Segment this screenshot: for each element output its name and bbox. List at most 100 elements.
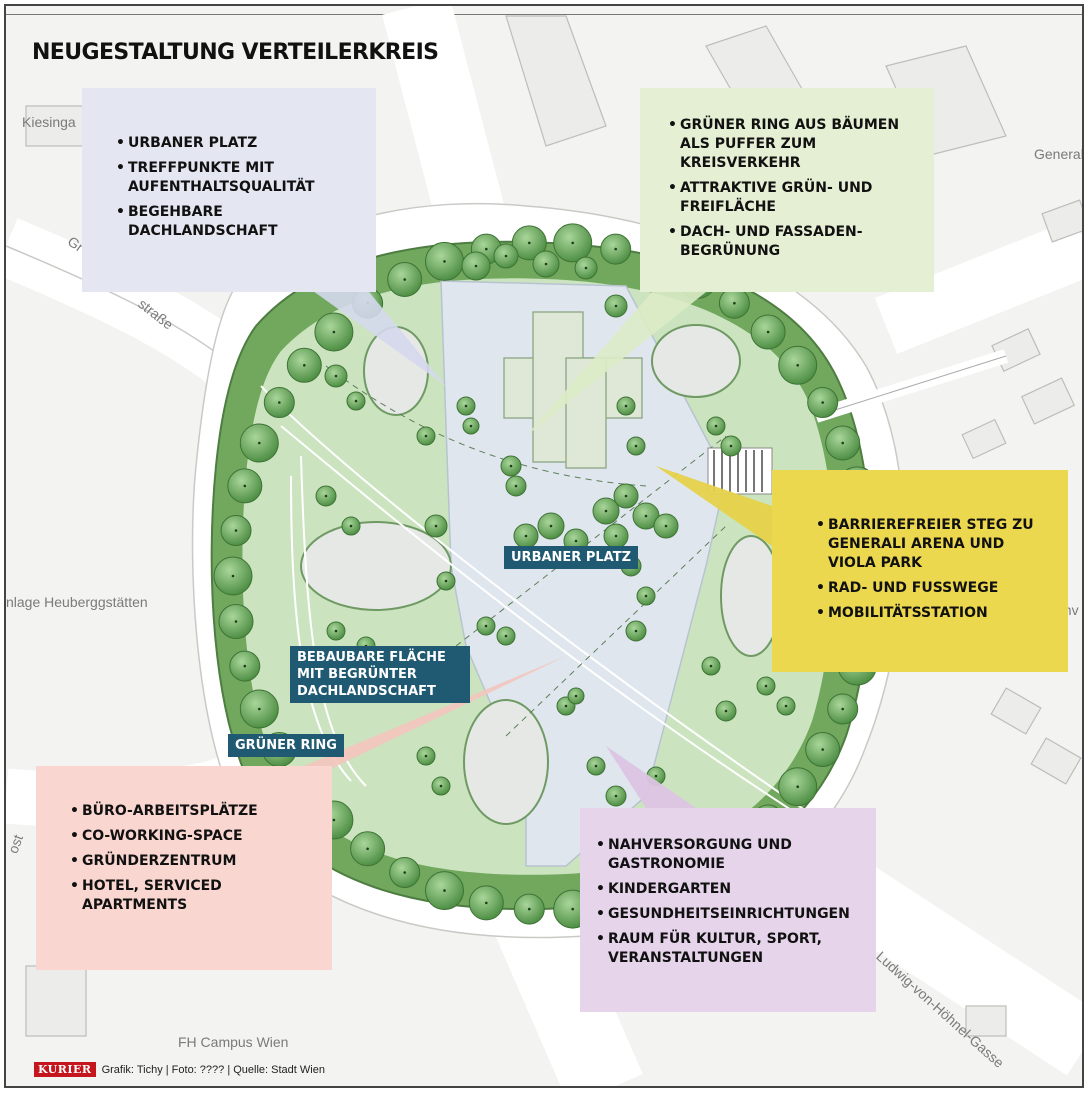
tree-trunk-dot [614, 794, 618, 798]
tree-trunk-dot [524, 534, 528, 538]
tree-trunk-dot [234, 620, 238, 623]
tree-trunk-dot [733, 301, 736, 305]
callout-item: GRÜNER RING AUS BÄUMEN ALS PUFFER ZUM KR… [668, 116, 918, 173]
tree-trunk-dot [571, 241, 574, 245]
tree-trunk-dot [796, 785, 799, 788]
tree-trunk-dot [764, 684, 768, 688]
label-urban-plaza: URBANER PLATZ [504, 546, 638, 569]
callout-item: URBANER PLATZ [116, 134, 356, 153]
credit-line: KURIER Grafik: Tichy | Foto: ???? | Quel… [34, 1062, 325, 1077]
tree-trunk-dot [614, 247, 617, 251]
street-campus: FH Campus Wien [178, 1034, 289, 1050]
tree-trunk-dot [571, 907, 574, 911]
page-title: NEUGESTALTUNG VERTEILERKREIS [32, 40, 439, 65]
callout-green-ring: GRÜNER RING AUS BÄUMEN ALS PUFFER ZUM KR… [640, 88, 934, 292]
tree-trunk-dot [243, 664, 247, 668]
tree-trunk-dot [324, 494, 328, 498]
tree-trunk-dot [403, 871, 407, 874]
tree-trunk-dot [332, 818, 336, 822]
tree-trunk-dot [509, 464, 513, 468]
tree-trunk-dot [434, 524, 438, 528]
callout-urban-plaza: URBANER PLATZ TREFFPUNKTE MIT AUFENTHALT… [82, 88, 376, 292]
tree-trunk-dot [504, 634, 508, 638]
tree-trunk-dot [258, 441, 261, 445]
credit-text: Grafik: Tichy | Foto: ???? | Quelle: Sta… [101, 1063, 325, 1076]
tree-trunk-dot [564, 704, 568, 708]
label-green-ring: GRÜNER RING [228, 734, 344, 757]
dashed-paths [325, 365, 727, 737]
tree-trunk-dot [332, 330, 336, 334]
tree-trunk-dot [709, 664, 713, 668]
surrounding-buildings [25, 15, 1082, 1037]
callout-item: BÜRO-ARBEITSPLÄTZE [70, 802, 316, 821]
callout-item: BEGEHBARE DACHLANDSCHAFT [116, 203, 356, 241]
tree-trunk-dot [644, 594, 648, 598]
tree-trunk-dot [796, 364, 799, 367]
tree-trunk-dot [424, 754, 428, 758]
tree-trunk-dot [403, 278, 407, 281]
tree-trunk-dot [821, 401, 824, 404]
callout-offices: BÜRO-ARBEITSPLÄTZE CO-WORKING-SPACE GRÜN… [36, 766, 332, 970]
callout-item: CO-WORKING-SPACE [70, 827, 316, 846]
tree-trunk-dot [624, 404, 628, 408]
callout-item: RAD- UND FUSSWEGE [816, 579, 1054, 598]
tree-trunk-dot [528, 907, 531, 911]
callout-list: BARRIEREFREIER STEG ZU GENERALI ARENA UN… [816, 516, 1054, 623]
tree-trunk-dot [514, 484, 518, 488]
tree-trunk-dot [584, 266, 588, 270]
tree-trunk-dot [443, 260, 446, 263]
street-kiesinga: Kiesinga [22, 114, 76, 130]
callout-list: BÜRO-ARBEITSPLÄTZE CO-WORKING-SPACE GRÜN… [70, 802, 316, 915]
tree-trunk-dot [549, 524, 553, 528]
tree-trunk-dot [439, 784, 443, 788]
tree-trunk-dot [604, 509, 608, 513]
street-anlage: nlage Heuberggstätten [6, 594, 148, 610]
tree-trunk-dot [349, 524, 353, 528]
callout-list: URBANER PLATZ TREFFPUNKTE MIT AUFENTHALT… [116, 134, 356, 241]
callout-item: BARRIEREFREIER STEG ZU GENERALI ARENA UN… [816, 516, 1054, 573]
tree-trunk-dot [469, 424, 473, 428]
tree-trunk-dot [729, 444, 733, 448]
tree-trunk-dot [724, 709, 728, 713]
tree-trunk-dot [624, 494, 628, 498]
callout-item: DACH- UND FASSADEN-BEGRÜNUNG [668, 223, 918, 261]
tree-trunk-dot [784, 704, 788, 708]
callout-item: RAUM FÜR KULTUR, SPORT, VERANSTALTUNGEN [596, 930, 862, 968]
callout-item: HOTEL, SERVICED APARTMENTS [70, 877, 316, 915]
tree-trunk-dot [234, 529, 238, 532]
tree-trunk-dot [354, 399, 358, 403]
tree-trunk-dot [821, 748, 824, 751]
tree-trunk-dot [841, 441, 844, 445]
tree-trunk-dot [243, 484, 247, 488]
callout-item: GESUNDHEITSEINRICHTUNGEN [596, 905, 862, 924]
tree-trunk-dot [231, 574, 235, 578]
tree-trunk-dot [766, 330, 770, 334]
tree-trunk-dot [654, 774, 658, 778]
tree-trunk-dot [614, 534, 618, 538]
tree-trunk-dot [258, 707, 261, 711]
tree-trunk-dot [644, 514, 648, 518]
label-buildable-area: BEBAUBARE FLÄCHE MIT BEGRÜNTER DACHLANDS… [290, 646, 470, 703]
kurier-logo: KURIER [34, 1062, 96, 1077]
tree-trunk-dot [485, 901, 488, 905]
callout-item: MOBILITÄTSSTATION [816, 604, 1054, 623]
tree-trunk-dot [714, 424, 718, 428]
tree-trunk-dot [278, 401, 281, 404]
tree-trunk-dot [528, 241, 531, 245]
tree-trunk-dot [614, 304, 618, 308]
tree-trunk-dot [366, 847, 369, 851]
tree-trunk-dot [841, 707, 844, 711]
callout-item: KINDERGARTEN [596, 880, 862, 899]
tree-trunk-dot [634, 629, 638, 633]
tree-trunk-dot [634, 444, 638, 448]
top-rule [6, 14, 1082, 15]
tree-trunk-dot [443, 889, 446, 892]
tree-trunk-dot [594, 764, 598, 768]
tree-trunk-dot [474, 264, 478, 268]
tree-trunk-dot [574, 694, 578, 698]
callout-footbridge: BARRIEREFREIER STEG ZU GENERALI ARENA UN… [772, 470, 1068, 672]
tree-trunk-dot [334, 629, 338, 633]
tree-trunk-dot [424, 434, 428, 438]
tree-trunk-dot [484, 624, 488, 628]
callout-list: GRÜNER RING AUS BÄUMEN ALS PUFFER ZUM KR… [668, 116, 918, 261]
